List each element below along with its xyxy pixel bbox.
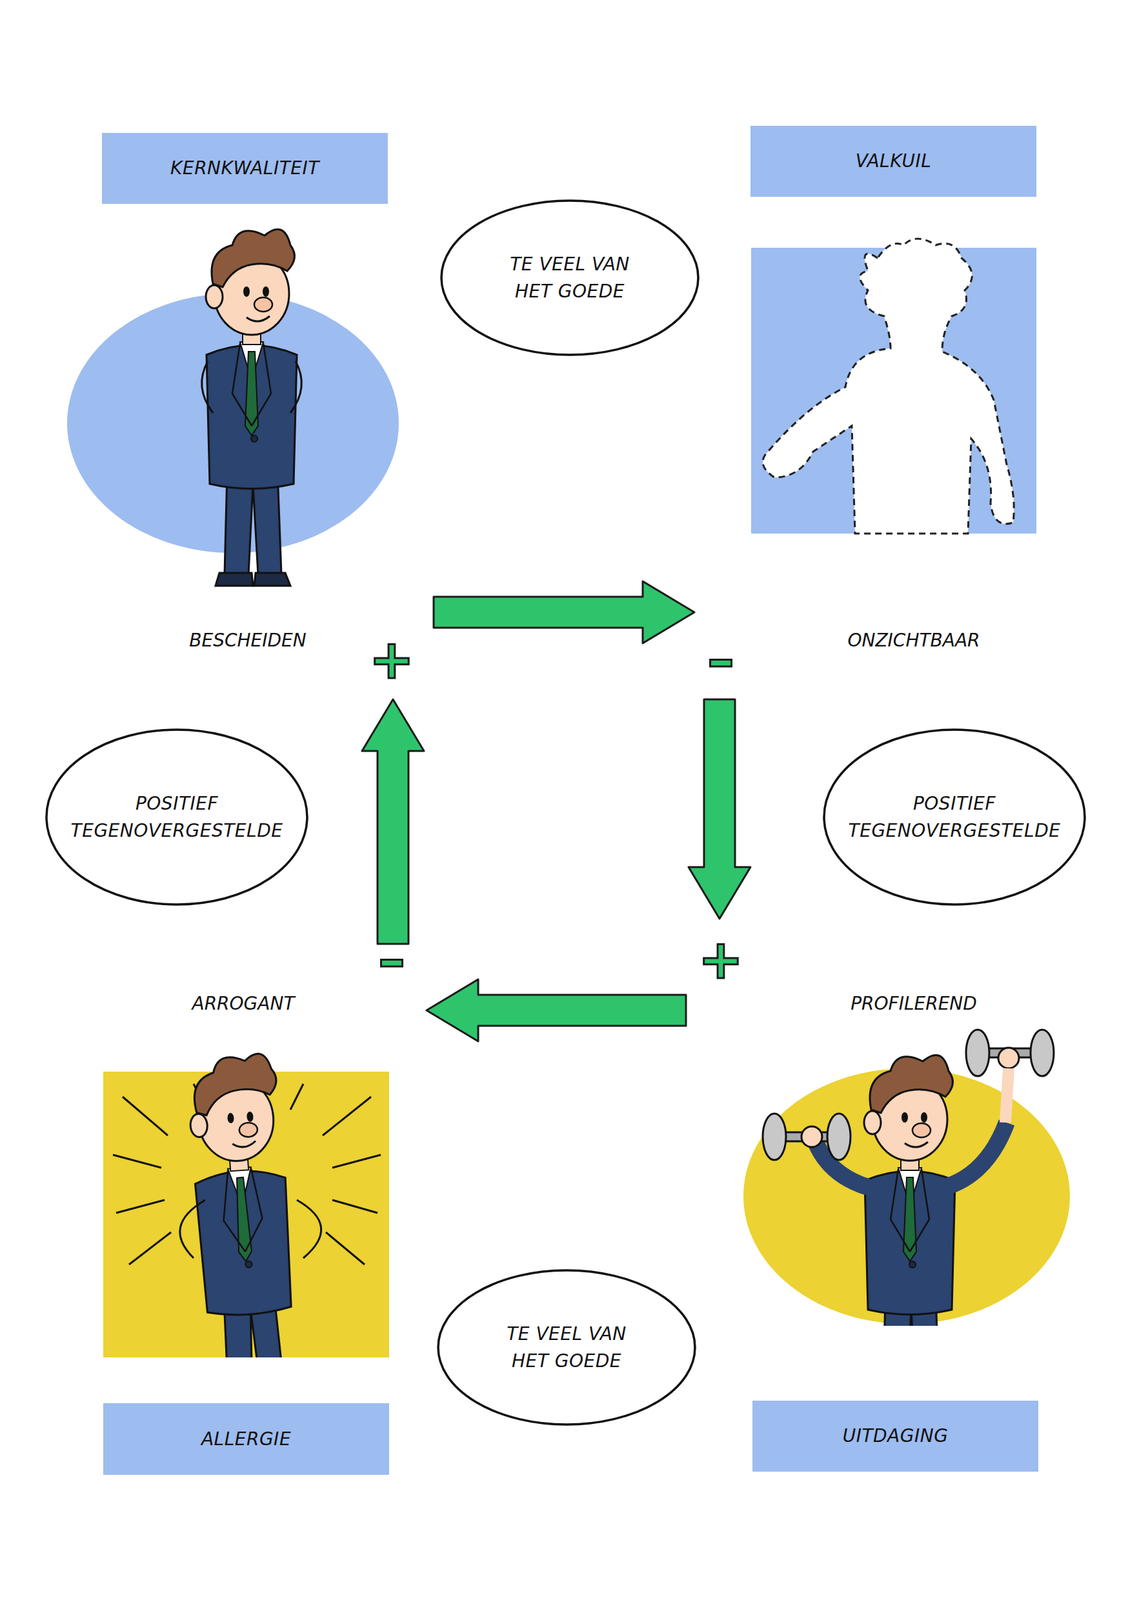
circle-outline <box>439 198 701 357</box>
polarity-sign: – <box>378 932 406 987</box>
circle-outline <box>438 1270 695 1425</box>
explanation-circle: TE VEEL VAN HET GOEDE <box>436 1268 697 1427</box>
circle-text: TE VEEL VAN HET GOEDE <box>495 1320 638 1376</box>
explanation-circle: POSITIEF TEGENOVERGESTELDE <box>44 727 310 907</box>
circle-outline <box>441 200 699 355</box>
polarity-sign: – <box>707 632 735 687</box>
cycle-arrow <box>426 979 686 1042</box>
circle-text: TE VEEL VAN HET GOEDE <box>498 251 641 306</box>
cycle-arrow <box>688 699 751 919</box>
polarity-sign: + <box>698 932 744 987</box>
circle-text: POSITIEF TEGENOVERGESTELDE <box>67 790 287 845</box>
polarity-sign: + <box>369 632 415 687</box>
modest-figure <box>205 229 297 586</box>
circle-text: POSITIEF TEGENOVERGESTELDE <box>844 790 1065 845</box>
profiling-figure <box>864 1055 956 1327</box>
cycle-arrow <box>433 581 695 644</box>
circle-outline <box>436 1268 697 1427</box>
quadrant-header: ALLERGIE <box>103 1403 390 1476</box>
quadrant-title: UITDAGING <box>842 1422 949 1451</box>
quadrant-title: ALLERGIE <box>201 1426 292 1454</box>
quality-word: ONZICHTBAAR <box>847 629 980 652</box>
explanation-circle: POSITIEF TEGENOVERGESTELDE <box>822 727 1087 907</box>
quadrant-title: KERNKWALITEIT <box>170 154 320 182</box>
cycle-arrow <box>362 699 424 945</box>
circle-outline <box>822 727 1087 907</box>
quality-word: PROFILEREND <box>850 993 977 1015</box>
arrogant-figure <box>185 1052 302 1358</box>
invisible-silhouette <box>762 238 1014 534</box>
circle-outline <box>44 727 310 907</box>
explanation-circle: TE VEEL VAN HET GOEDE <box>439 198 701 357</box>
quality-word: BESCHEIDEN <box>189 629 306 652</box>
quadrant-header: UITDAGING <box>752 1400 1039 1472</box>
circle-outline <box>824 729 1085 905</box>
circle-outline <box>46 729 308 905</box>
quality-word: ARROGANT <box>191 993 295 1015</box>
quadrant-header: VALKUIL <box>750 125 1037 197</box>
quadrant-title: VALKUIL <box>855 147 932 175</box>
quadrant-header: KERNKWALITEIT <box>101 132 388 204</box>
